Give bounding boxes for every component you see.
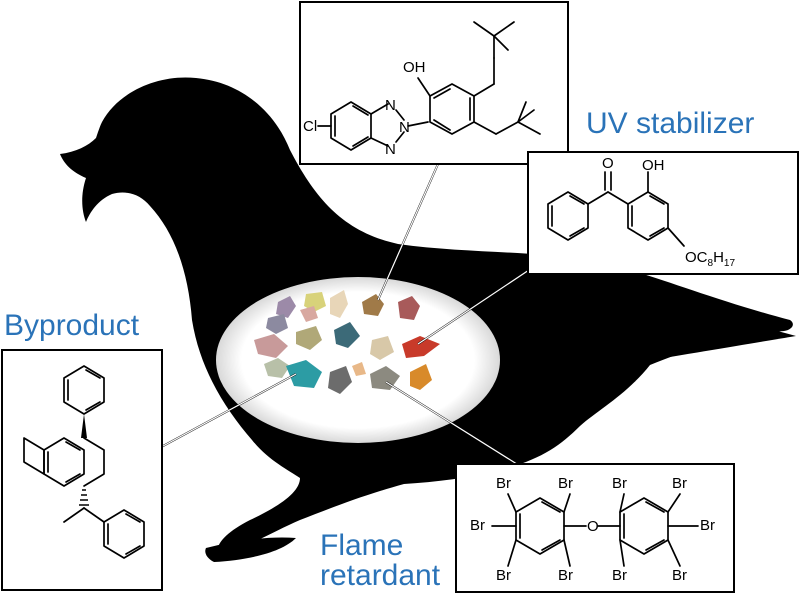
foot-silhouette bbox=[205, 537, 296, 562]
plastic-fragment bbox=[410, 364, 432, 390]
plastic-fragment bbox=[330, 290, 348, 318]
flame-retardant-label-line1: Flame bbox=[320, 529, 404, 562]
structure-box-flame-retardant: Br Br Br Br Br O Br Br Br Br Br bbox=[455, 463, 735, 593]
atom-label-br: Br bbox=[558, 567, 573, 584]
atom-label-br: Br bbox=[612, 567, 627, 584]
atom-label-br: Br bbox=[496, 567, 511, 584]
plastic-fragment bbox=[334, 322, 360, 348]
plastic-fragment bbox=[370, 366, 400, 390]
plastic-fragment bbox=[402, 336, 440, 358]
plastic-fragment bbox=[254, 334, 288, 358]
flame-retardant-label: Flame retardant bbox=[320, 530, 440, 592]
uv-stabilizer-label: UV stabilizer bbox=[586, 107, 755, 140]
stomach-contents-area bbox=[216, 277, 500, 443]
plastic-fragment bbox=[266, 314, 288, 334]
atom-label-n: N bbox=[399, 119, 410, 136]
atom-label-o: O bbox=[602, 155, 614, 172]
plastic-fragment bbox=[296, 326, 322, 350]
structure-box-benzotriazole: OH Cl N N N bbox=[299, 1, 569, 165]
plastic-fragment bbox=[304, 292, 326, 312]
flame-retardant-label-line2: retardant bbox=[320, 559, 441, 592]
atom-label-oc8h17: OC8H17 bbox=[685, 249, 735, 269]
plastic-fragment bbox=[276, 296, 296, 318]
plastic-fragment bbox=[328, 366, 352, 394]
plastic-fragment bbox=[370, 336, 394, 360]
leader-lines bbox=[151, 163, 557, 467]
structure-box-byproduct bbox=[1, 349, 163, 591]
atom-label-br: Br bbox=[558, 475, 573, 492]
atom-label-n: N bbox=[385, 97, 396, 114]
atom-label-cl: Cl bbox=[303, 118, 317, 135]
tail-silhouette bbox=[560, 300, 796, 362]
plastic-fragment bbox=[398, 296, 420, 320]
atom-label-br: Br bbox=[672, 567, 687, 584]
byproduct-label: Byproduct bbox=[4, 309, 140, 342]
atom-label-o: O bbox=[587, 518, 599, 535]
atom-label-br: Br bbox=[470, 517, 485, 534]
atom-label-oh: OH bbox=[403, 59, 426, 76]
plastic-fragment bbox=[286, 360, 322, 388]
atom-label-br: Br bbox=[612, 475, 627, 492]
atom-label-br: Br bbox=[672, 475, 687, 492]
atom-label-br: Br bbox=[700, 517, 715, 534]
atom-label-n: N bbox=[385, 141, 396, 158]
atom-label-oh: OH bbox=[642, 157, 665, 174]
plastic-fragment bbox=[352, 362, 366, 376]
structure-box-benzophenone: O OH OC8H17 bbox=[527, 151, 799, 275]
plastic-fragment bbox=[264, 358, 290, 378]
plastic-fragments bbox=[254, 290, 440, 394]
plastic-fragment bbox=[300, 306, 318, 322]
atom-label-br: Br bbox=[496, 475, 511, 492]
